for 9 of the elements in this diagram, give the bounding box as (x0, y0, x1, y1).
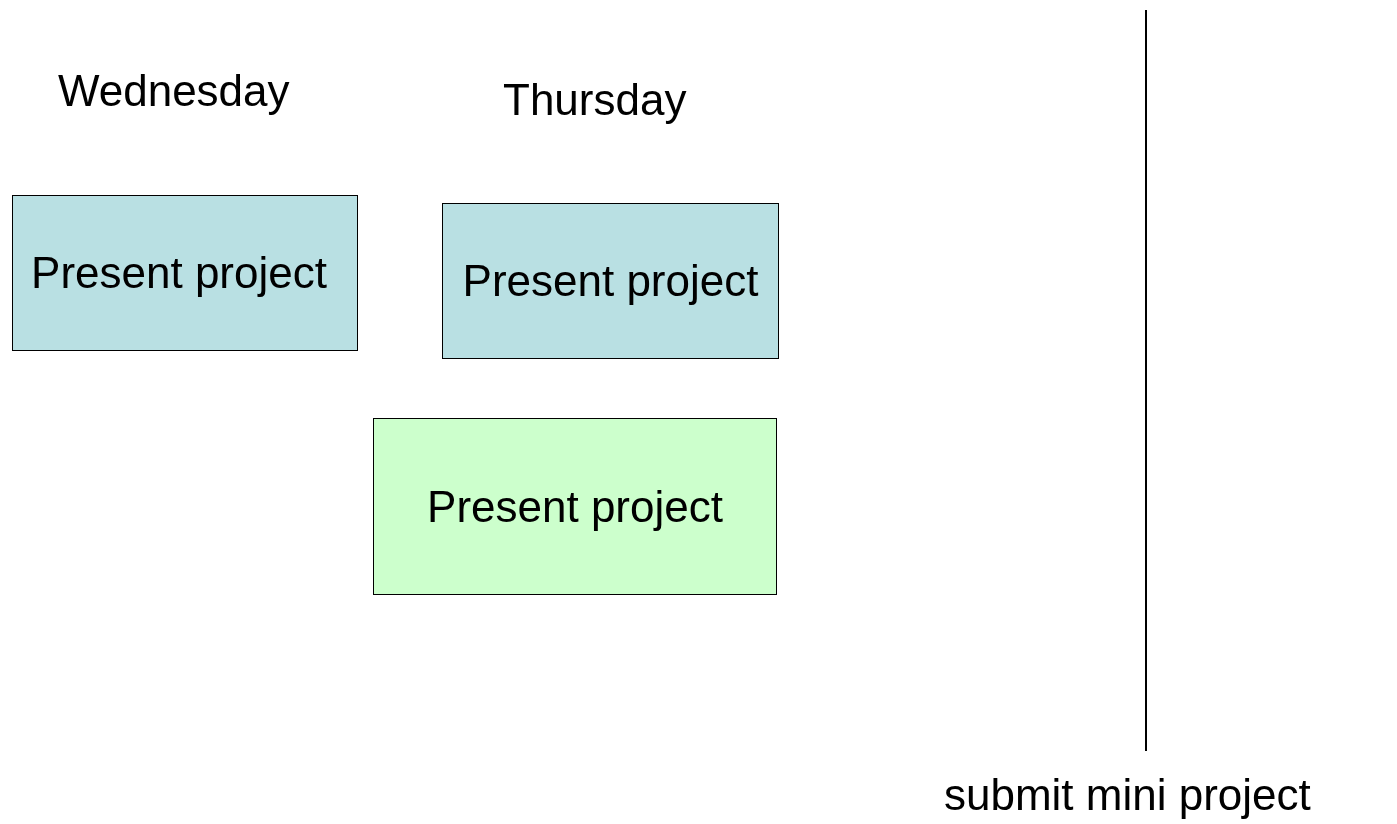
day-heading: Wednesday (58, 66, 290, 117)
process-box (373, 418, 777, 595)
box-text: Present project (427, 480, 723, 533)
box-text: Present project (462, 255, 759, 307)
process-box (442, 203, 779, 359)
box-text: Present project (31, 247, 327, 299)
deadline-label: submit mini project (944, 770, 1311, 821)
process-box (12, 195, 358, 351)
day-heading: Thursday (503, 75, 687, 126)
